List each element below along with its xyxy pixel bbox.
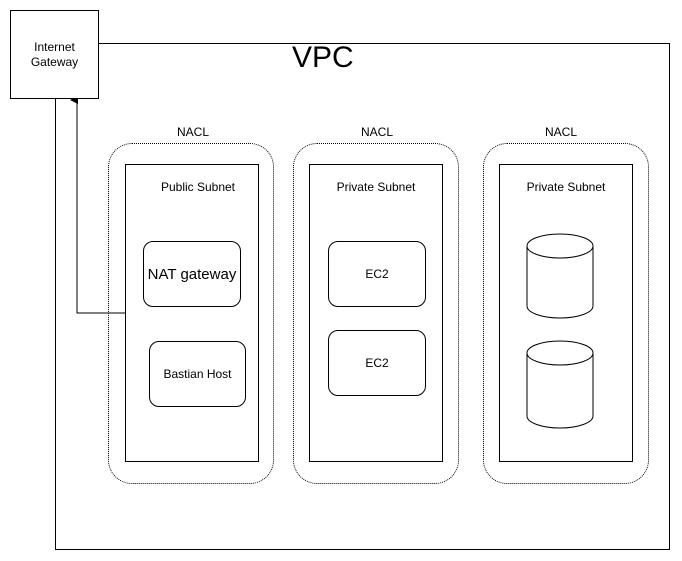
subnet-label: Public Subnet <box>160 180 236 194</box>
internet-gateway: Internet Gateway <box>10 10 99 99</box>
subnet-label: Private Subnet <box>336 180 416 194</box>
bastion-host-node: Bastian Host <box>149 341 246 407</box>
subnet-label: Private Subnet <box>526 180 606 194</box>
private-subnet <box>309 164 443 462</box>
nat-gateway-node: NAT gateway <box>143 241 241 307</box>
public-subnet-to-igw-connector <box>70 96 126 314</box>
nacl-label: NACL <box>544 125 577 139</box>
ec2-node: EC2 <box>328 330 426 396</box>
nacl-boundary <box>108 143 274 484</box>
nacl-boundary <box>483 143 649 484</box>
nacl-label: NACL <box>176 125 209 139</box>
ec2-node: EC2 <box>328 241 426 307</box>
nacl-boundary <box>293 143 459 484</box>
database-icon <box>526 340 594 429</box>
database-icon <box>526 233 594 319</box>
public-subnet <box>125 164 259 462</box>
nacl-label: NACL <box>360 125 393 139</box>
vpc-title: VPC <box>292 41 354 74</box>
vpc-boundary <box>55 43 670 550</box>
